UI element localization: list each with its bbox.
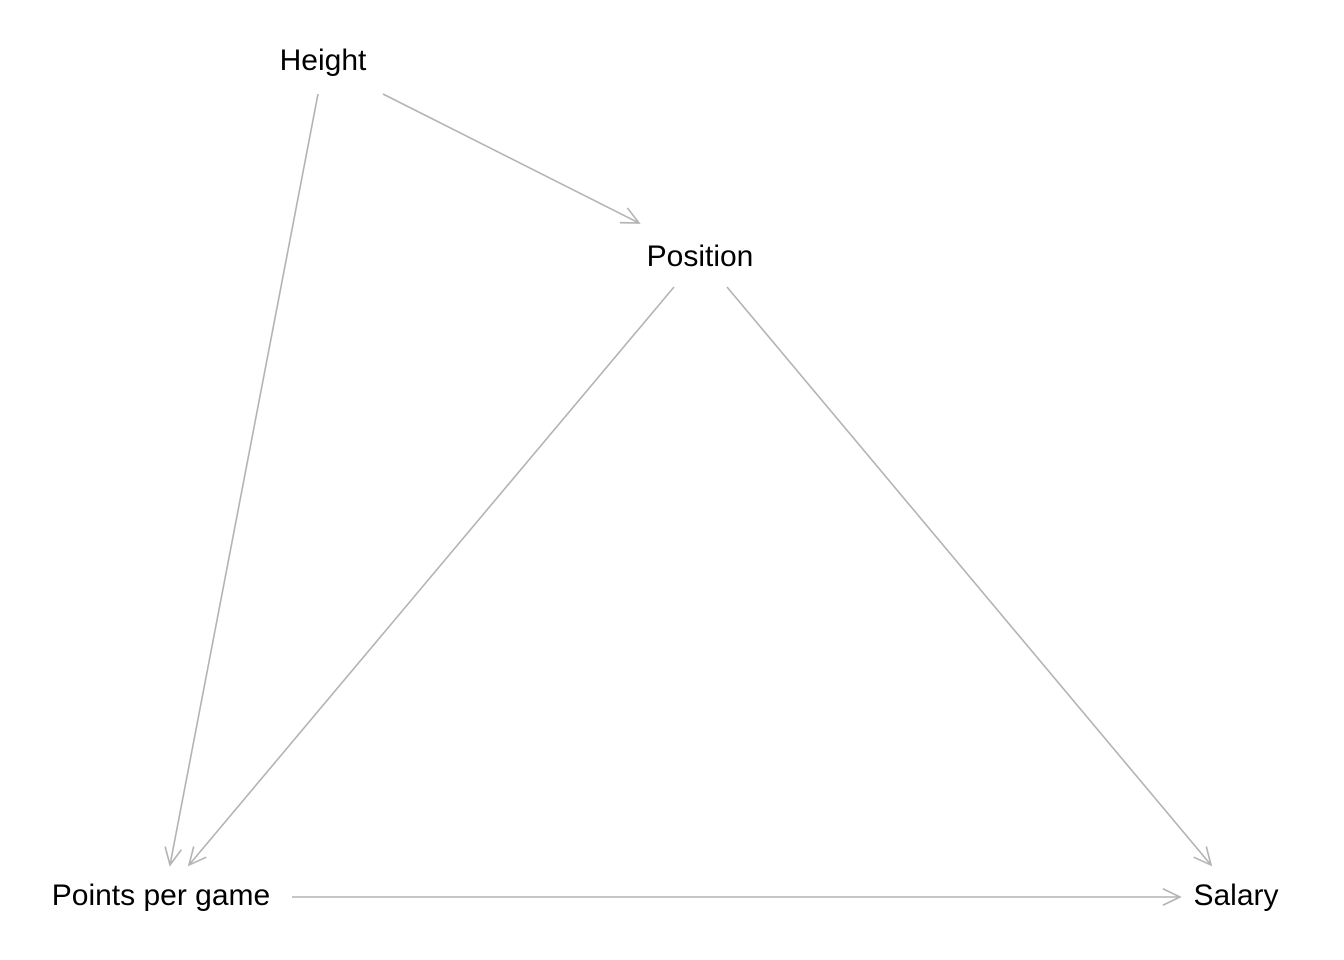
edge-line — [169, 93, 319, 866]
arrowhead — [619, 207, 641, 224]
node-points-per-game: Points per game — [52, 879, 270, 912]
edge-line — [382, 93, 640, 224]
node-position: Position — [647, 240, 754, 273]
node-height: Height — [280, 44, 367, 77]
arrowhead — [187, 846, 207, 867]
edge-line — [188, 286, 675, 866]
edge-position-salary — [726, 286, 1213, 867]
edge-points-salary — [292, 888, 1182, 906]
edge-height-points — [164, 93, 319, 867]
arrowhead — [1162, 888, 1182, 906]
edge-line — [726, 286, 1212, 866]
arrowhead — [1193, 846, 1213, 867]
edges-layer — [164, 93, 1213, 906]
edge-height-position — [382, 93, 641, 224]
node-salary: Salary — [1193, 879, 1278, 912]
edge-position-points — [187, 286, 675, 867]
arrowhead — [164, 846, 182, 867]
